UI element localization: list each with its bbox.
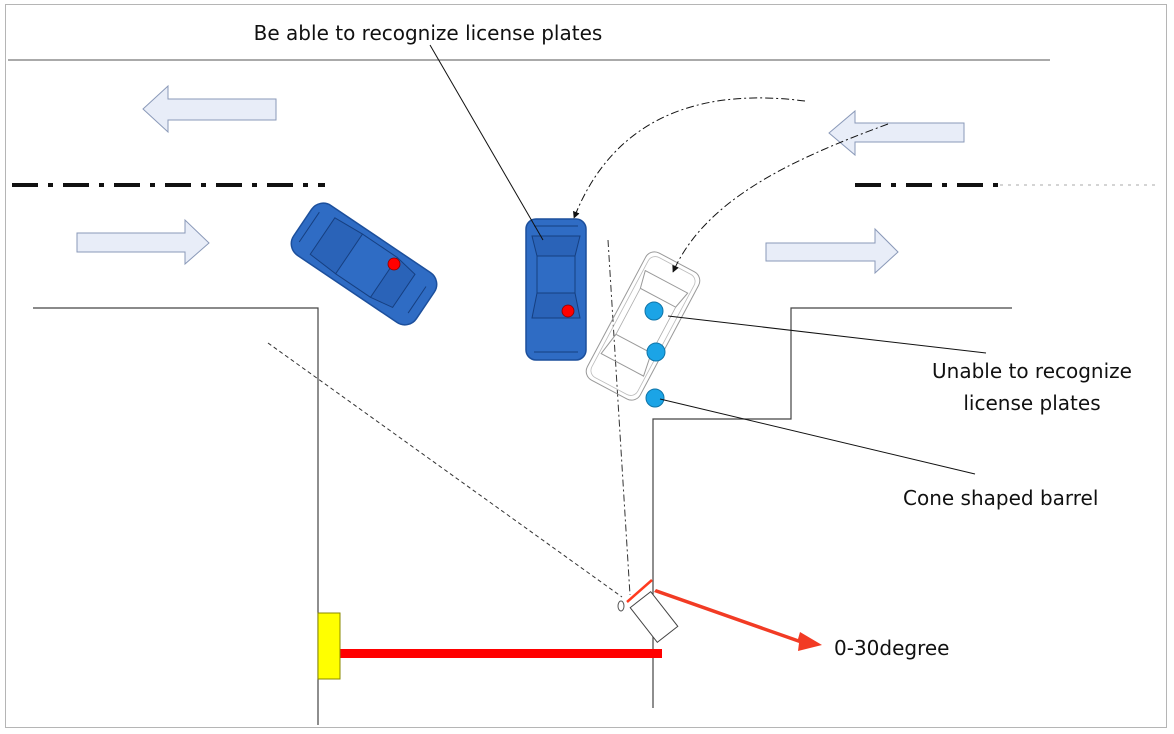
- car-icon: [290, 202, 438, 326]
- label-degree: 0-30degree: [834, 636, 949, 660]
- label-cone-barrel: Cone shaped barrel: [903, 486, 1098, 510]
- traffic-arrow-icon: [765, 227, 899, 275]
- right-curb: [652, 307, 1012, 708]
- cone-barrel-icon: [644, 301, 664, 321]
- license-plate-marker: [561, 304, 575, 318]
- barrier-gate-icon: [317, 612, 341, 680]
- callout-line: [667, 315, 987, 354]
- turn-trajectory: [672, 123, 889, 273]
- label-unable-line2: license plates: [963, 391, 1100, 415]
- camera-view-line: [607, 239, 631, 596]
- traffic-arrow-icon: [76, 218, 210, 266]
- cone-barrel-icon: [645, 388, 665, 408]
- car-icon: [585, 251, 701, 401]
- license-plate-marker: [387, 257, 401, 271]
- callout-line: [429, 44, 544, 241]
- camera-icon: [617, 579, 679, 644]
- car-icon: [525, 218, 587, 361]
- callout-line: [659, 398, 976, 475]
- turn-trajectory: [573, 97, 806, 219]
- cone-barrel-icon: [646, 342, 666, 362]
- traffic-arrow-icon: [142, 84, 277, 134]
- label-recognize: Be able to recognize license plates: [254, 21, 603, 45]
- diagram-frame: [5, 4, 1167, 728]
- camera-view-line: [267, 342, 623, 598]
- barrier-gate-arm: [338, 649, 662, 658]
- label-unable-line1: Unable to recognize: [932, 359, 1132, 383]
- left-curb: [33, 307, 319, 725]
- angle-pointer-arrow: [654, 589, 822, 651]
- traffic-arrow-icon: [828, 109, 965, 157]
